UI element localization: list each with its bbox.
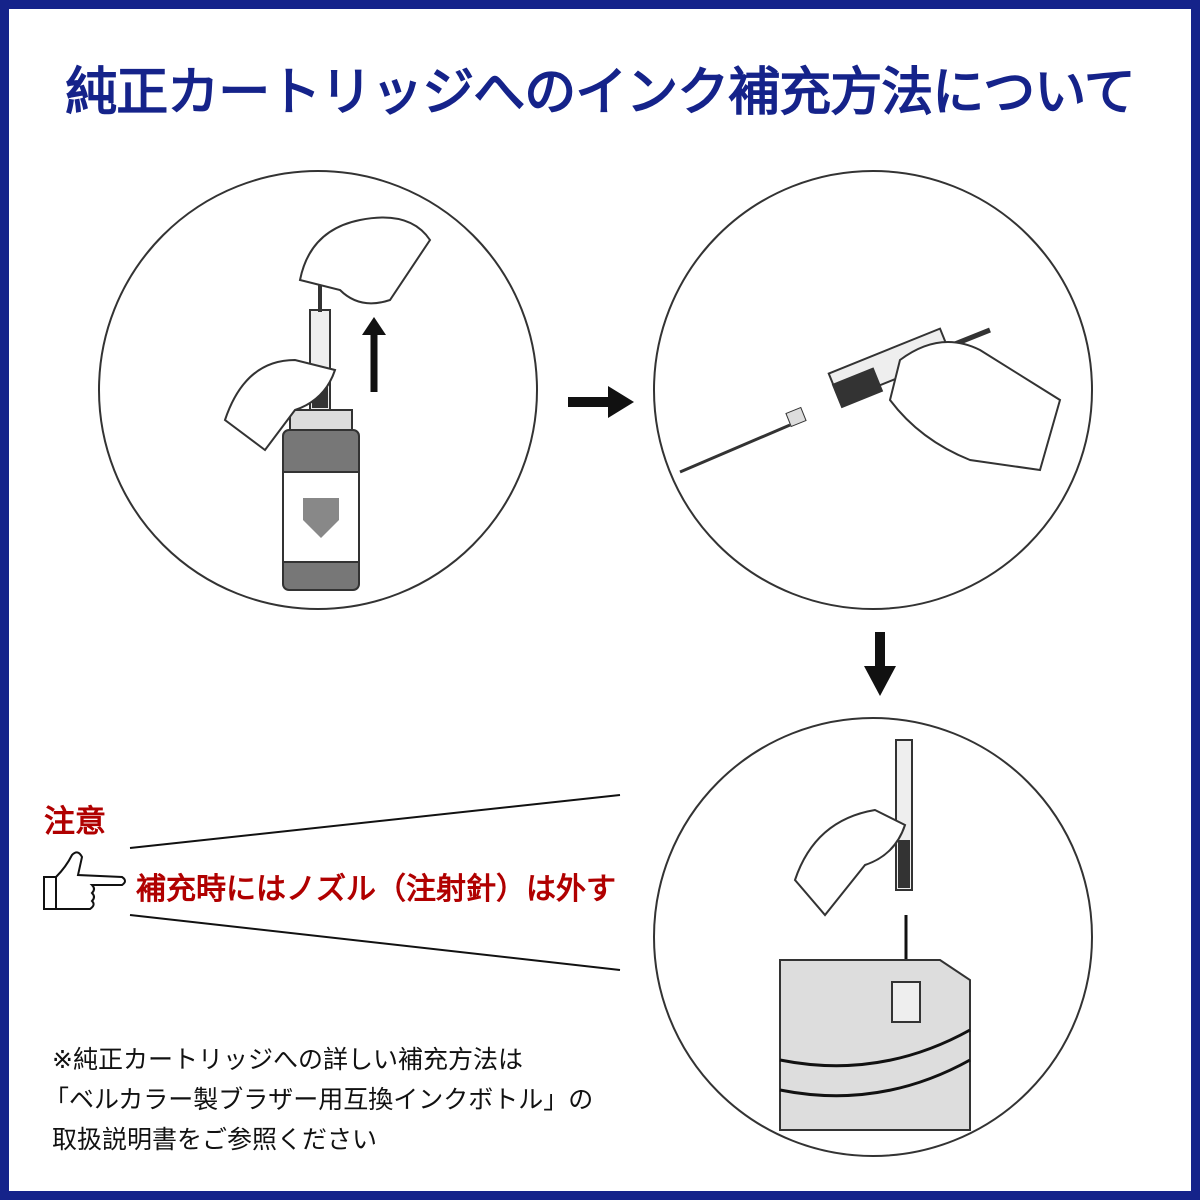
reference-note-line: 「ベルカラー製ブラザー用互換インクボトル」の [44, 1085, 594, 1114]
step2-remove-needle-illustration [653, 170, 1093, 610]
arrow-right-icon [568, 386, 634, 418]
callout-line [129, 794, 621, 849]
arrow-down-icon [864, 632, 896, 696]
caution-message: 補充時にはノズル（注射針）は外す [136, 872, 616, 907]
step3-fill-cartridge-illustration [653, 717, 1093, 1157]
reference-note-line: 取扱説明書をご参照ください [52, 1125, 378, 1154]
ink-bottle-icon [282, 409, 360, 591]
callout-line [129, 914, 621, 971]
reference-note-line: ※純正カートリッジへの詳しい補充方法は [52, 1045, 523, 1074]
page-title: 純正カートリッジへのインク補充方法について [65, 63, 1135, 123]
glove-hand-icon [223, 358, 337, 452]
step1-draw-ink-illustration [98, 170, 538, 610]
reference-note: ※純正カートリッジへの詳しい補充方法は 「ベルカラー製ブラザー用互換インクボトル… [44, 1040, 593, 1160]
syringe-icon [895, 739, 914, 976]
glove-hand-icon [298, 216, 432, 305]
ink-cartridge-icon [779, 959, 971, 1131]
arrow-up-icon [362, 317, 386, 392]
caution-heading: 注意 [44, 804, 106, 840]
glove-hand-icon [793, 808, 907, 917]
glove-hand-icon [888, 341, 1062, 472]
pointing-hand-icon [43, 851, 126, 910]
